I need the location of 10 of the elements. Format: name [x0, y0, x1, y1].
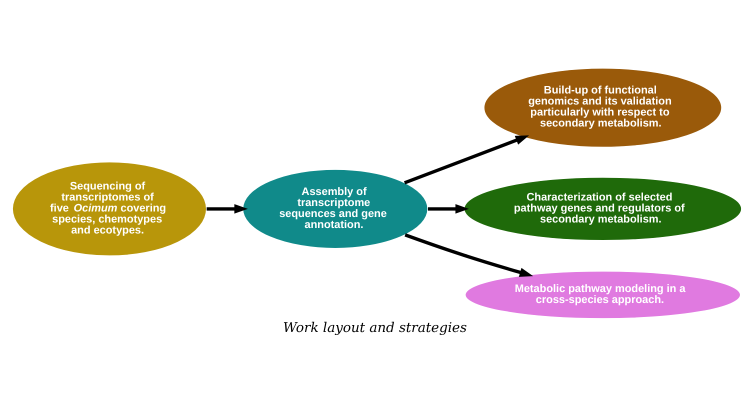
node-ellipse: Metabolic pathway modeling in a cross-species approach. — [464, 270, 741, 319]
node-ellipse: Sequencing of transcriptomes of five Ocimum covering species, chemotypes and ecotypes. — [12, 161, 207, 256]
arrow — [428, 204, 469, 214]
arrow — [404, 135, 530, 184]
arrow — [206, 204, 248, 214]
arrow — [404, 233, 534, 277]
node-ellipse: Assembly of transcriptome sequences and gene annotation. — [242, 168, 428, 249]
node-ellipse: Characterization of selected pathway genes and regulators of secondary metabolism. — [464, 176, 742, 241]
caption: Work layout and strategies — [283, 320, 467, 336]
node-ellipse: Build-up of functional genomics and its validation particularly with respect to secondary metabolism. — [484, 68, 722, 148]
